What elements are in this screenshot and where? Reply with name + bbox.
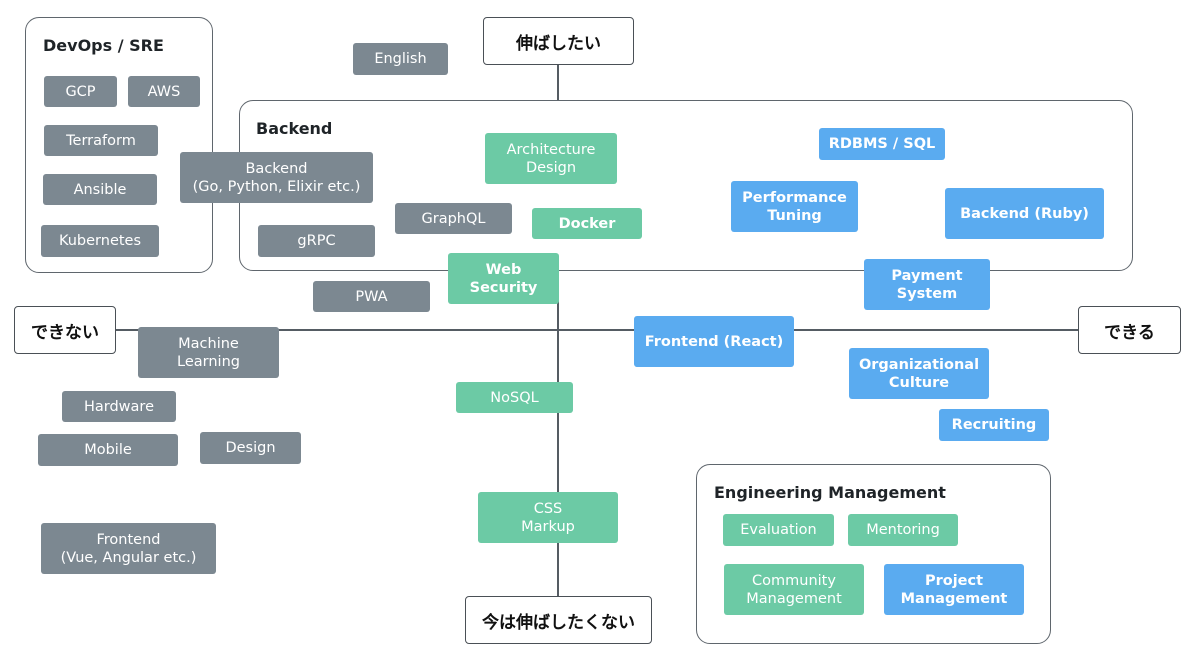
skill-payment-system: Payment System (864, 259, 990, 310)
skill-ansible: Ansible (43, 174, 157, 205)
backend-group-frame (239, 100, 1133, 271)
axis-label-left: できない (14, 306, 116, 354)
skill-organizational-culture: Organizational Culture (849, 348, 989, 399)
skill-graphql: GraphQL (395, 203, 512, 234)
skill-frontend-vue: Frontend (Vue, Angular etc.) (41, 523, 216, 574)
skill-css-markup: CSS Markup (478, 492, 618, 543)
skill-architecture-design: Architecture Design (485, 133, 617, 184)
vertical-axis (557, 64, 559, 598)
skill-mobile: Mobile (38, 434, 178, 466)
skill-evaluation: Evaluation (723, 514, 834, 546)
skill-docker: Docker (532, 208, 642, 239)
skill-recruiting: Recruiting (939, 409, 1049, 441)
skill-pwa: PWA (313, 281, 430, 312)
skill-machine-learning: Machine Learning (138, 327, 279, 378)
skill-english: English (353, 43, 448, 75)
skill-terraform: Terraform (44, 125, 158, 156)
skill-community-management: Community Management (724, 564, 864, 615)
skill-gcp: GCP (44, 76, 117, 107)
skill-nosql: NoSQL (456, 382, 573, 413)
axis-label-bottom: 今は伸ばしたくない (465, 596, 652, 644)
skill-backend-go: Backend (Go, Python, Elixir etc.) (180, 152, 373, 203)
skill-kubernetes: Kubernetes (41, 225, 159, 257)
backend-group-title: Backend (256, 119, 333, 138)
engineering-management-group-title: Engineering Management (714, 483, 946, 502)
skill-design: Design (200, 432, 301, 464)
devops-group-title: DevOps / SRE (43, 36, 164, 55)
skill-project-management: Project Management (884, 564, 1024, 615)
skill-frontend-react: Frontend (React) (634, 316, 794, 367)
skill-rdbms-sql: RDBMS / SQL (819, 128, 945, 160)
axis-label-top: 伸ばしたい (483, 17, 634, 65)
skill-backend-ruby: Backend (Ruby) (945, 188, 1104, 239)
skill-aws: AWS (128, 76, 200, 107)
skill-web-security: Web Security (448, 253, 559, 304)
horizontal-axis (115, 329, 1080, 331)
skill-performance-tuning: Performance Tuning (731, 181, 858, 232)
skill-hardware: Hardware (62, 391, 176, 422)
axis-label-right: できる (1078, 306, 1181, 354)
skill-mentoring: Mentoring (848, 514, 958, 546)
skill-grpc: gRPC (258, 225, 375, 257)
